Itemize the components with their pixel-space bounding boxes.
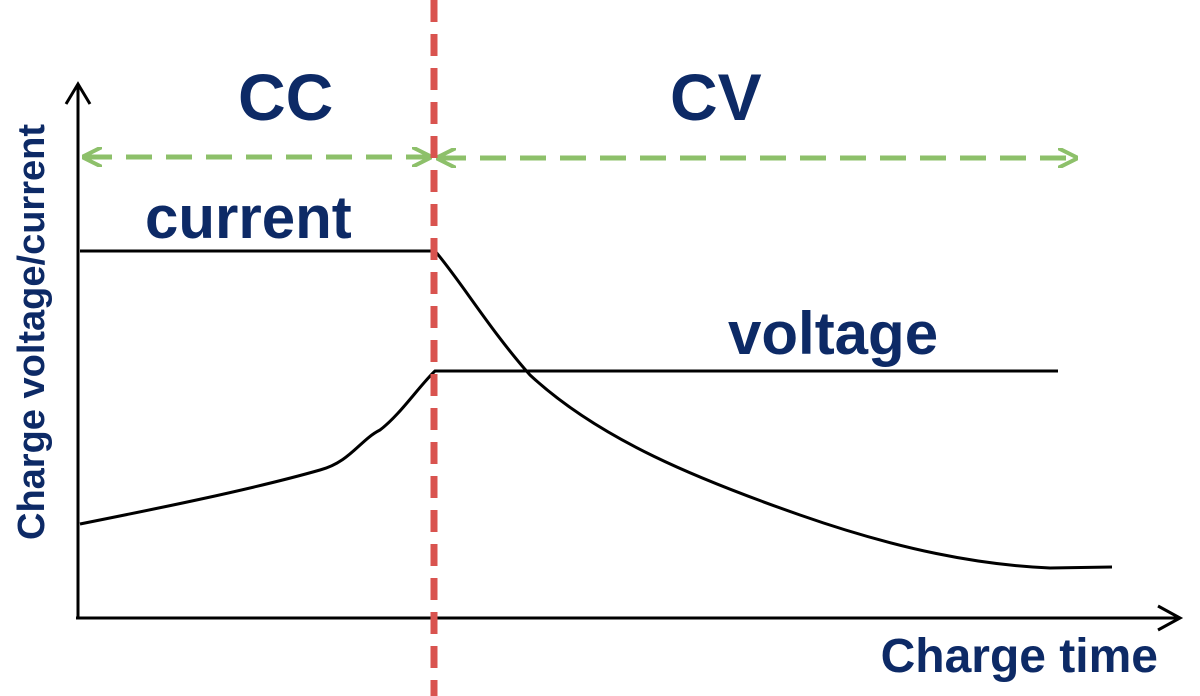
x-axis-label: Charge time <box>881 630 1158 683</box>
phase-arrows <box>86 157 1074 158</box>
y-axis-label: Charge voltage/current <box>11 124 53 540</box>
x-axis-arrowhead-icon <box>1157 604 1184 632</box>
axes <box>64 81 1184 632</box>
cv-phase-label: CV <box>670 60 762 134</box>
voltage-curve <box>79 369 1058 526</box>
voltage-curve-label: voltage <box>728 300 938 367</box>
cc-phase-label: CC <box>238 60 333 134</box>
current-curve <box>80 249 1113 570</box>
y-axis-arrowhead-icon <box>64 81 92 105</box>
current-curve-label: current <box>145 184 352 251</box>
